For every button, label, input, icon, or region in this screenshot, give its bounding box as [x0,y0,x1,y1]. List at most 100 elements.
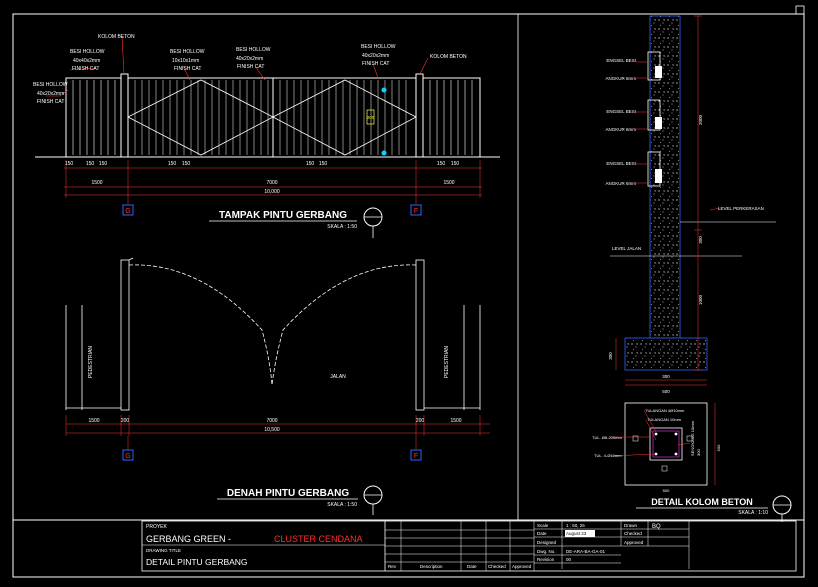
svg-text:1000: 1000 [698,294,703,305]
tb-drawing-title-label: DRAWING TITLE [146,548,181,553]
svg-text:ANGKUR 6mm: ANGKUR 6mm [605,181,636,186]
svg-text:300: 300 [608,352,613,360]
svg-text:Date: Date [537,531,547,536]
svg-text:ENGSEL BESI: ENGSEL BESI [606,161,636,166]
label-pedestrian-right: PEDESTRIAN [444,346,450,378]
date-highlight [565,530,595,537]
svg-text:1500: 1500 [91,180,102,186]
label-besi-hollow-4-b: 40x20x2mm [236,56,263,62]
svg-text:Revision: Revision [537,557,555,562]
svg-text:200: 200 [416,418,425,424]
section-stirrup [652,430,680,458]
hinge-leaders [636,61,648,184]
label-level-perkerasan: LEVEL PERKERASAN [718,206,764,211]
hinge-marker-bottom [381,150,387,156]
tb-project-sub: CLUSTER CENDANA [274,534,363,544]
grid-bubble-g-plan [122,449,134,461]
label-besi-hollow-5-b: 40x20x2mm [362,53,389,59]
svg-text:150: 150 [451,161,460,167]
door-swing-left [128,264,273,386]
section-rebars [654,432,678,456]
grid-label-f-plan: F [414,453,418,460]
svg-text:ANGKUR 6mm: ANGKUR 6mm [605,76,636,81]
rev-grid [385,521,535,571]
column-detail-title: DETAIL KOLOM BETON [651,497,753,507]
left-column [120,73,129,158]
tb-project-name: GERBANG GREEN - [146,534,231,544]
gate-leaf-right [272,77,417,158]
svg-text:Approved: Approved [512,564,532,569]
tb-drawing-title: DETAIL PINTU GERBANG [146,557,248,567]
svg-text:SENGKANG 10mm: SENGKANG 10mm [690,420,695,456]
corner-mark [795,5,805,15]
label-besi-hollow-3-c: FINISH CAT [174,66,201,72]
label-besi-hollow-5-a: BESI HOLLOW [361,44,396,50]
grid-label-g-plan: G [125,453,130,460]
svg-text:TULANGAN 4Ø10mm: TULANGAN 4Ø10mm [645,408,685,413]
svg-text:TULANGAN 10mm: TULANGAN 10mm [647,417,682,422]
elevation-scale: SKALA : 1:50 [327,224,357,230]
info-labels: Scale 1 : 50, 25 Date August 23 Designed… [537,523,661,562]
svg-text:Dwg. No.: Dwg. No. [537,549,556,554]
lock-box [366,109,375,125]
svg-text:500: 500 [662,389,670,394]
right-column [415,73,424,158]
svg-text:Designed: Designed [537,540,557,545]
grid-bubble-g-elev [122,204,134,216]
plan-walls [65,257,481,411]
svg-text:August 23: August 23 [566,531,587,536]
elevation-dim-mid: 1500 7000 1500 10,000 [91,180,454,195]
svg-text:00: 00 [566,557,572,562]
svg-text:10,500: 10,500 [264,427,280,433]
svg-text:7000: 7000 [266,418,277,424]
label-besi-hollow-4-c: FINISH CAT [237,64,264,70]
label-besi-hollow-3-b: 10x10x1mm [172,58,199,64]
right-fixed-panel [422,77,481,158]
plan-dim-lines [65,415,490,450]
svg-text:Checked: Checked [488,564,506,569]
door-swing-right [271,264,417,386]
label-besi-hollow-2-a: BESI HOLLOW [33,82,68,88]
section-labels: TULANGAN 4Ø10mm TULANGAN 10mm TUL. Ø8-20… [592,408,721,493]
section-inner [649,427,683,461]
right-panel-bars [429,80,473,155]
svg-text:150: 150 [182,161,191,167]
label-pedestrian-left: PEDESTRIAN [88,346,94,378]
svg-text:Date: Date [467,564,477,569]
label-besi-hollow-4-a: BESI HOLLOW [236,47,271,53]
svg-text:1500: 1500 [443,180,454,186]
plan-dim-text: 1500 200 7000 200 1500 10,500 [88,418,461,433]
plan-view: JALAN PEDESTRIAN PEDESTRIAN 1500 200 700… [65,257,490,515]
label-kolom-beton-right: KOLOM BETON [430,54,467,60]
left-fixed-panel [65,77,122,158]
svg-text:Rev: Rev [388,564,397,569]
hinge-labels: ENGSEL BESI ANGKUR 6mm ENGSEL BESI ANGKU… [605,58,636,186]
svg-text:TUL. Ø8-200mm: TUL. Ø8-200mm [592,435,622,440]
hinges [647,51,662,187]
svg-text:1 : 50, 25: 1 : 50, 25 [566,523,585,528]
grid-bubble-f-elev [410,204,422,216]
label-besi-hollow-2-b: 40x20x2mm [37,91,64,97]
svg-text:150: 150 [319,161,328,167]
label-besi-hollow-1-a: BESI HOLLOW [70,49,105,55]
elevation-leaders [46,35,429,97]
svg-text:300: 300 [696,449,701,456]
section-leaders [611,403,716,485]
info-grid [534,521,690,569]
label-besi-hollow-1-c: FINISH CAT [72,66,99,72]
svg-text:300: 300 [698,236,703,244]
left-panel-bars [72,80,116,155]
grid-bubble-f-plan [410,449,422,461]
column-dim-text: 2000 300 1000 300 300 500 [608,114,703,394]
svg-text:2000: 2000 [698,114,703,125]
plan-title: DENAH PINTU GERBANG [227,488,349,499]
rev-headers: Rev Description Date Checked Approved [388,564,532,569]
svg-text:1500: 1500 [88,418,99,424]
column-detail-view: ENGSEL BESI ANGKUR 6mm ENGSEL BESI ANGKU… [592,15,792,522]
gate-diagonal-right [272,79,417,156]
title-block: PROYEK GERBANG GREEN - CLUSTER CENDANA D… [13,519,804,572]
grid-label-g-elev: G [125,208,130,215]
column-dim-lines [615,15,707,386]
gate-bars [134,80,407,155]
